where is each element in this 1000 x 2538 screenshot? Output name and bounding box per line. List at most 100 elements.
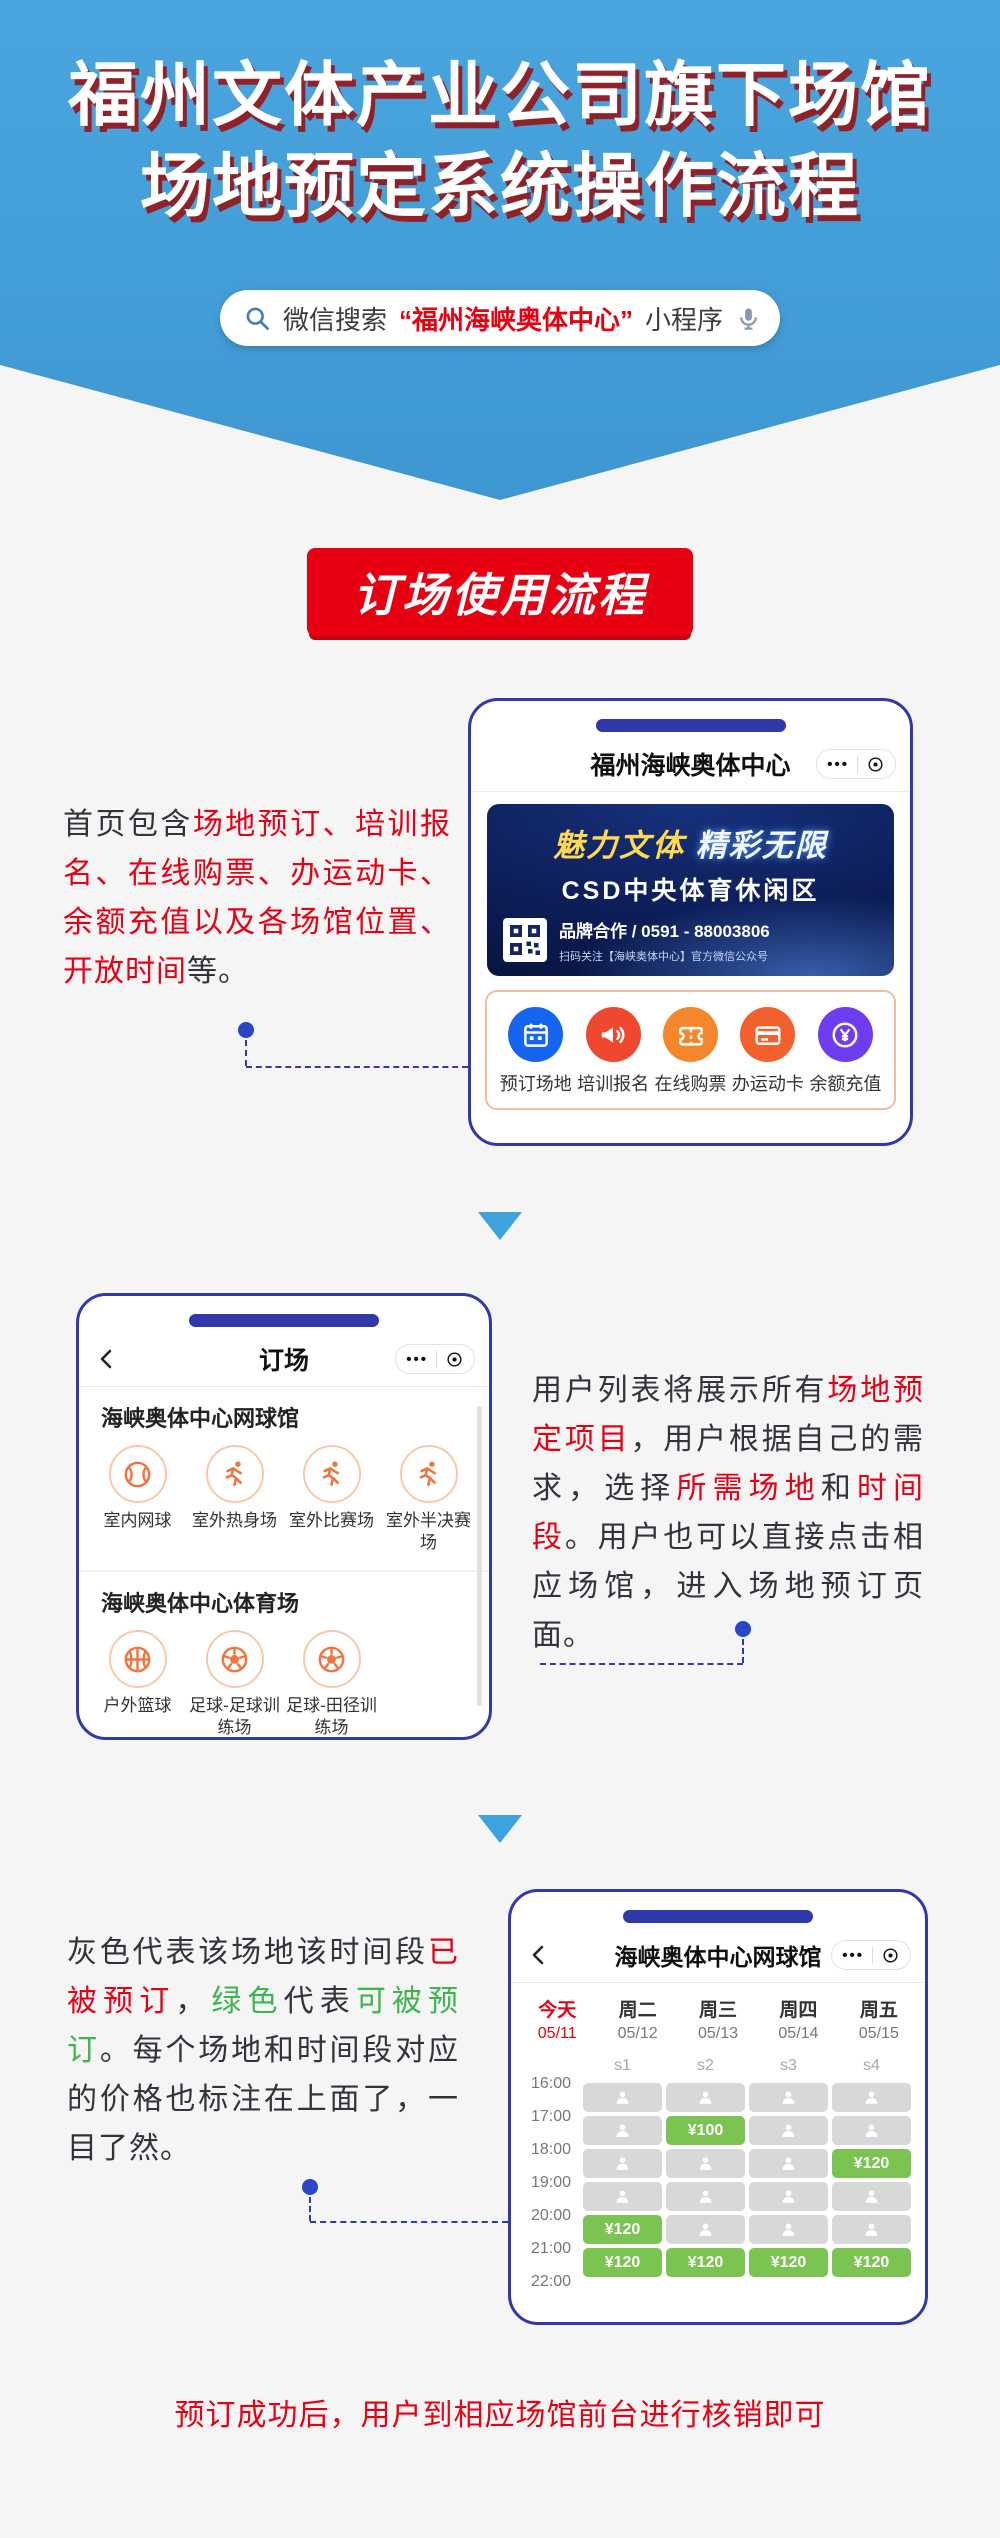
person-icon [862,2121,881,2140]
footer-note: 预订成功后，用户到相应场馆前台进行核销即可 [174,2399,826,2432]
venue-item-circle [399,1445,458,1503]
venue-item[interactable]: 室外热身场 [186,1445,283,1554]
slot-available[interactable]: ¥120 [666,2248,745,2277]
back-icon[interactable] [527,1943,551,1967]
slot-booked [749,2182,828,2211]
slot-booked [749,2215,828,2244]
text-segment: 。每个场地和时间段对应的价格也标注在上面了，一目了然。 [67,2034,460,2165]
venue-item[interactable]: 户外篮球 [89,1630,186,1737]
quick-action-circle [585,1007,641,1062]
quick-action-label: 余额充值 [809,1074,882,1094]
more-menu-icon[interactable]: ••• [827,755,849,773]
wechat-capsule[interactable]: ••• [395,1344,475,1374]
time-label: 18:00 [530,2141,571,2158]
wechat-capsule[interactable]: ••• [831,1940,911,1970]
runner-icon [412,1458,445,1491]
hero-banner: 福州文体产业公司旗下场馆 场地预定系统操作流程 [0,0,1000,500]
person-icon [779,2088,798,2107]
miniapp-title: 福州海峡奥体中心 [590,752,791,780]
slot-booked [749,2083,828,2112]
text-segment: 场地预定项目 [532,1374,925,1456]
text-segment: 首页包含 [63,808,193,841]
time-label: 17:00 [530,2108,571,2125]
capsule-divider [857,755,858,773]
banner-contact: 品牌合作 / 0591 - 88003806 [559,922,770,941]
venue-items-row: 室内网球室外热身场室外比赛场室外半决赛场 [79,1439,489,1566]
wechat-search-bar[interactable]: 微信搜索 “福州海峡奥体中心” 小程序 [220,290,780,346]
runner-icon [315,1458,348,1491]
scrollbar[interactable] [477,1406,482,1706]
venue-item[interactable]: 室外半决赛场 [380,1445,477,1554]
search-text-highlight: “福州海峡奥体中心” [399,304,634,335]
slot-available[interactable]: ¥120 [583,2215,662,2244]
venue-item[interactable]: 足球-足球训练场 [186,1630,283,1737]
connector-line [540,1663,743,1665]
slot-booked [666,2215,745,2244]
capsule-divider [872,1946,873,1964]
person-icon [779,2187,798,2206]
slot-available[interactable]: ¥120 [832,2248,911,2277]
back-icon[interactable] [95,1347,119,1371]
slot-booked [583,2083,662,2112]
person-icon [862,2088,881,2107]
time-label: 20:00 [530,2207,571,2224]
person-icon [696,2088,715,2107]
page-title-line1: 福州文体产业公司旗下场馆 [68,56,932,134]
venue-item[interactable]: 足球-田径训练场 [283,1630,380,1737]
quick-action-item[interactable]: 培训报名 [574,1007,651,1096]
phone-mockup-venue-list: 订场 ••• 海峡奥体中心网球馆室内网球室外热身场室外比赛场室外半决赛场海峡奥体… [76,1293,492,1740]
miniapp-header: 订场 ••• [79,1335,489,1383]
person-icon [862,2187,881,2206]
venue-item[interactable]: 室外比赛场 [283,1445,380,1554]
venue-item-circle [302,1630,361,1689]
banner-subtitle: CSD中央体育休闲区 [561,877,820,905]
venue-group-title: 海峡奥体中心体育场 [101,1591,300,1617]
quick-action-item[interactable]: 办运动卡 [729,1007,806,1096]
text-segment: 所需场地 [676,1472,821,1505]
quick-action-item[interactable]: 余额充值 [807,1007,884,1096]
more-menu-icon[interactable]: ••• [406,1350,428,1368]
divider [79,1386,489,1387]
target-icon[interactable] [866,755,885,774]
text-segment: 已被预订 [67,1936,459,2018]
slot-available[interactable]: ¥120 [832,2149,911,2178]
quick-action-item[interactable]: 在线购票 [652,1007,729,1096]
connector-dot [735,1621,751,1637]
date-tab-label: 05/11 [537,2025,577,2042]
quick-action-circle [663,1007,719,1062]
step2-description: 用户列表将展示所有场地预定项目，用户根据自己的需求，选择所需场地和时间段。用户也… [532,1366,924,1660]
card-icon [753,1020,783,1050]
slot-available[interactable]: ¥120 [749,2248,828,2277]
person-icon [779,2220,798,2239]
quick-action-label: 办运动卡 [731,1074,804,1094]
slot-available[interactable]: ¥120 [583,2248,662,2277]
promo-banner[interactable]: 魅力文体 精彩无限 CSD中央体育休闲区 品牌合作 / 0591 - 88003… [487,804,894,976]
text-segment: 场地预订、培训报名、在线购票、办运动卡、余额充值以及各场馆位置、开放时间 [63,808,452,988]
quick-action-circle [740,1007,796,1062]
target-icon[interactable] [881,1946,900,1965]
quick-action-label: 预订场地 [499,1074,572,1094]
slot-booked [832,2116,911,2145]
slot-booked [832,2215,911,2244]
slot-booked [749,2116,828,2145]
slot-available[interactable]: ¥100 [666,2116,745,2145]
more-menu-icon[interactable]: ••• [842,1946,864,1964]
wechat-capsule[interactable]: ••• [816,749,896,779]
target-icon[interactable] [445,1350,464,1369]
venue-item-circle [205,1630,264,1689]
text-segment: 灰色代表该场地该时间段 [67,1936,428,1969]
venue-item[interactable]: 室内网球 [89,1445,186,1554]
divider [79,1570,489,1573]
banner-slogan: 魅力文体 精彩无限 [487,820,894,865]
time-label: 22:00 [530,2273,571,2290]
miniapp-title: 订场 [258,1347,310,1375]
venue-item-label: 室外半决赛场 [386,1511,471,1553]
quick-action-item[interactable]: 预订场地 [497,1007,574,1096]
